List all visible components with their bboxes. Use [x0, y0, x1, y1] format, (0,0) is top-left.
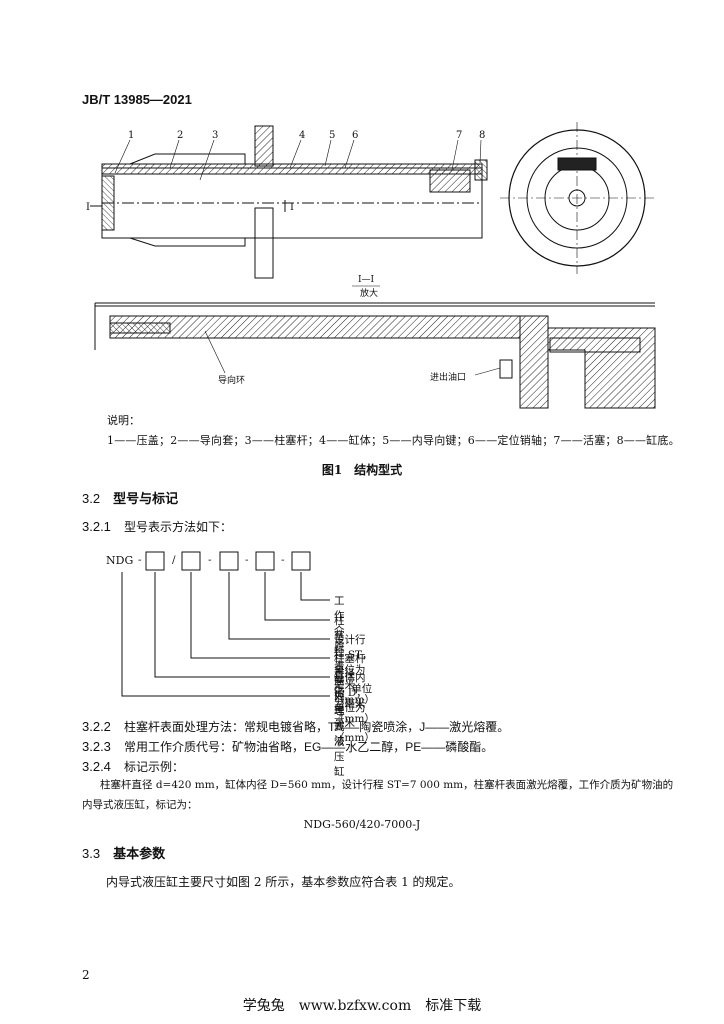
section-number: 3.2 — [82, 491, 101, 506]
detail-scale-label: 放大 — [360, 287, 378, 299]
example-marking: NDG-560/420-7000-J — [303, 818, 421, 831]
scheme-label-stroke: 设计行程 ST，单位为毫米（mm） — [334, 634, 375, 706]
model-prefix: NDG — [106, 554, 134, 567]
oil-port-label: 进出油口 — [430, 371, 466, 383]
site-footer: 学兔兔 www.bzfxw.com 标准下载 — [242, 998, 482, 1014]
section-marker-left: I — [86, 202, 90, 213]
separator: - — [208, 554, 212, 566]
figure-caption: 图1 结构型式 — [321, 463, 403, 477]
callout-7: 7 — [456, 130, 462, 141]
callout-8: 8 — [479, 130, 485, 141]
section-3-3-heading: 3.3 基本参数 — [82, 846, 166, 861]
figure-legend: 1——压盖；2——导向套；3——柱塞杆；4——缸体；5——内导向键；6——定位销… — [107, 434, 680, 447]
section-3-2-3: 3.2.3 常用工作介质代号：矿物油省略，EG——水乙二醇，PE——磷酸酯。 — [82, 739, 494, 754]
example-line-1: 柱塞杆直径 d=420 mm，缸体内径 D=560 mm，设计行程 ST=7 0… — [100, 779, 674, 791]
standard-number: JB/T 13985—2021 — [82, 92, 192, 107]
page-number: 2 — [82, 968, 90, 982]
section-number: 3.2.1 — [82, 519, 111, 534]
legend-title: 说明： — [107, 414, 140, 427]
section-title: 型号与标记 — [113, 491, 179, 506]
separator: - — [138, 554, 142, 566]
scheme-label-rod-diameter: 柱塞杆直径 d，单位为毫米（mm） — [334, 653, 375, 725]
example-line-2: 内导式液压缸，标记为： — [82, 799, 198, 811]
callout-1: 1 — [128, 130, 134, 141]
section-3-2-1: 3.2.1 型号表示方法如下： — [82, 516, 232, 535]
callout-2: 2 — [177, 130, 183, 141]
separator: - — [245, 554, 249, 566]
detail-labels: I—I 放大 — [358, 275, 378, 299]
section-3-2-heading: 3.2 型号与标记 — [82, 488, 178, 507]
section-3-3-text: 内导式液压缸主要尺寸如图 2 所示，基本参数应符合表 1 的规定。 — [106, 875, 461, 889]
scheme-label-surface: 柱塞杆表面处理方法 — [334, 615, 345, 747]
scheme-label-bore: 缸体内径 D，单位为毫米（mm） — [334, 672, 375, 744]
section-3-2-2: 3.2.2 柱塞杆表面处理方法：常规电镀省略，T——陶瓷喷涂，J——激光熔覆。 — [82, 719, 510, 734]
scheme-label-medium: 工作介质 — [334, 595, 345, 652]
cylinder-side-view — [90, 125, 488, 279]
scheme-lines — [121, 551, 330, 697]
callout-5: 5 — [329, 130, 335, 141]
scheme-label-type: 内导式液压缸 — [334, 691, 345, 778]
callout-4: 4 — [299, 130, 305, 141]
guide-ring-label: 导向环 — [218, 374, 245, 386]
separator: / — [172, 554, 176, 566]
callout-numbers: 1 2 3 4 5 6 7 8 I I — [86, 130, 485, 213]
separator: - — [281, 554, 285, 566]
detail-section-label: I—I — [358, 275, 375, 285]
structure-figure: 1 2 3 4 5 6 7 8 I I I—I 放大 — [86, 122, 656, 409]
end-view — [500, 122, 654, 274]
callout-6: 6 — [352, 130, 358, 141]
callout-3: 3 — [212, 130, 218, 141]
section-marker-right: I — [290, 202, 294, 213]
enlarged-detail — [94, 302, 656, 409]
section-3-2-4: 3.2.4 标记示例： — [82, 759, 184, 774]
section-text: 型号表示方法如下： — [123, 520, 232, 534]
